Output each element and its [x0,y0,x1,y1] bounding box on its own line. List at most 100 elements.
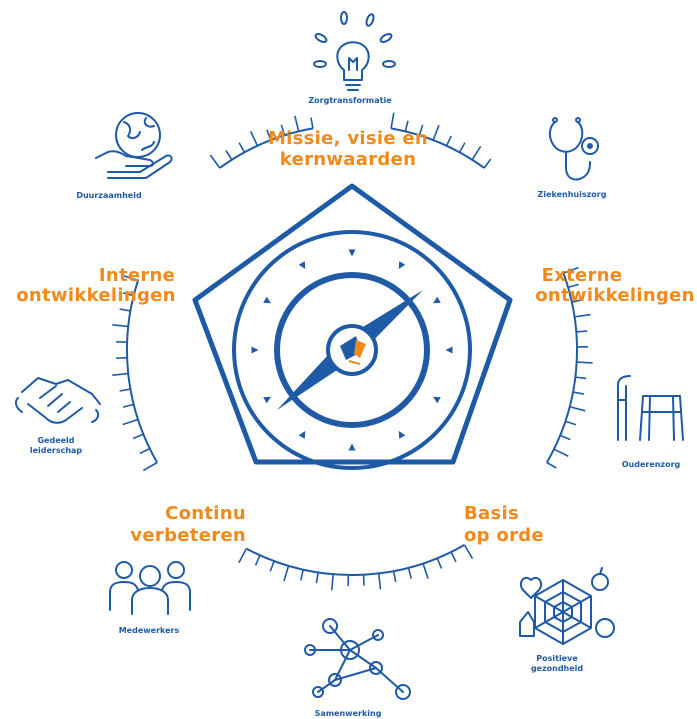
tick-mark [392,570,397,583]
tick-mark [209,154,221,169]
tick-mark [315,572,319,584]
direction-mark [263,296,272,304]
pillar-right-line2: ontwikkelingen [535,285,695,306]
tick-mark [576,330,588,333]
tick-mark [559,434,571,441]
tick-arc [545,272,578,463]
tick-mark [567,283,579,289]
tick-mark [254,555,261,566]
direction-mark [432,396,441,404]
pillar-bottom-right-line1: Basis [464,503,519,524]
theme-ziekenhuiszorg: Ziekenhuiszorg [538,190,607,199]
theme-samenwerking: Samenwerking [315,709,382,718]
theme-gedeeld-line2: leiderschap [30,446,83,455]
health-web-icon [519,567,615,645]
pillar-left-line1: Interne [99,265,175,286]
tick-mark [546,461,557,469]
tick-arc [245,543,465,576]
tick-mark [575,376,587,380]
tick-mark [450,551,457,563]
direction-mark [398,430,406,439]
people-icon [109,561,191,615]
tick-mark [249,130,259,147]
tick-mark [377,573,382,590]
tick-mark [300,569,304,581]
compass-direction-marks [251,249,453,451]
tick-mark [458,142,466,153]
stethoscope-icon [548,117,599,181]
compass-inner-ring [274,272,430,428]
tick-mark [139,447,151,455]
tick-mark [362,574,365,586]
tick-mark [418,124,424,136]
direction-mark [298,261,306,270]
direction-mark [251,346,259,354]
direction-mark [432,296,441,304]
tick-mark [283,565,290,582]
tick-mark [574,313,591,318]
direction-mark [298,430,306,439]
tick-mark [331,574,334,591]
tick-mark [422,563,429,579]
theme-positieve-line1: Positieve [536,654,578,663]
pillar-bottom-left-line2: verbeteren [130,525,246,546]
theme-gedeeld-line1: Gedeeld [37,436,74,445]
tick-mark [569,405,586,412]
tick-mark [122,292,134,297]
tick-mark [310,117,314,129]
tick-mark [563,266,579,274]
logo-emblem-icon [340,336,366,365]
tick-mark [445,135,452,147]
theme-ouderenzorg: Ouderenzorg [622,460,681,469]
tick-mark [471,145,482,161]
tick-mark [390,112,395,129]
theme-positieve-line2: gezondheid [531,664,584,673]
pentagon-frame [192,183,513,465]
tick-mark [407,567,412,579]
pillar-bottom-right-line2: op orde [464,525,544,546]
tick-mark [112,324,129,328]
tick-mark [112,372,129,376]
direction-mark [263,396,272,404]
tick-mark [294,115,300,132]
tick-mark [119,308,131,312]
theme-medewerkers: Medewerkers [119,626,180,635]
direction-mark [445,346,453,354]
direction-mark [348,443,356,451]
handshake-icon [14,377,101,424]
direction-mark [348,249,356,257]
tick-mark [483,158,492,169]
tick-mark [463,544,474,560]
tick-mark [119,388,131,392]
pillar-left-line2: ontwikkelingen [16,285,176,306]
tick-mark [122,418,139,426]
tick-mark [122,403,134,408]
tick-mark [122,274,139,282]
direction-mark [398,261,406,270]
pillar-top-line2: kernwaarden [280,149,416,170]
tick-mark [238,548,248,564]
tick-mark [571,298,583,303]
globe-in-hand-icon [95,112,173,179]
tick-mark [238,142,246,153]
tick-mark [280,124,286,136]
theme-duurzaamheid: Duurzaamheid [76,191,142,200]
compass-outer-ring [232,230,472,470]
pillar-bottom-left-line1: Continu [165,503,246,524]
tick-mark [576,361,593,364]
tick-mark [132,433,144,440]
pillar-top-line1: Missie, visie en [268,128,428,149]
network-icon [304,618,411,700]
tick-mark [225,150,233,161]
tick-mark [432,124,440,141]
theme-zorgtransformatie: Zorgtransformatie [308,96,392,105]
tick-mark [269,560,275,572]
walker-icon [617,375,684,441]
tick-arc [390,127,485,169]
outer-tick-scale [112,112,593,591]
tick-mark [436,557,443,569]
tick-arc [219,127,314,169]
lightbulb-icon [313,11,396,91]
tick-mark [404,120,409,132]
